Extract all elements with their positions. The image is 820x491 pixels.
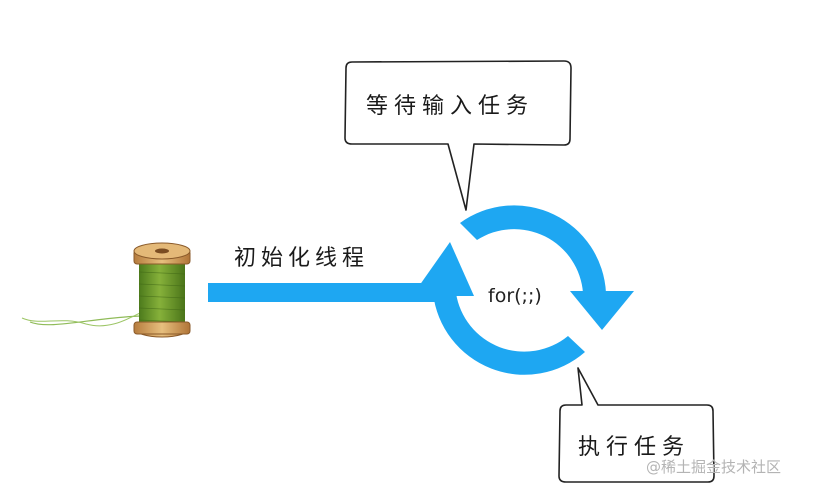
execute-task-label: 执行任务	[578, 435, 691, 460]
watermark: @稀土掘金技术社区	[646, 458, 782, 476]
loop-label: for(;;)	[488, 285, 542, 307]
thread-spool-icon	[21, 242, 191, 338]
wait-input-label: 等待输入任务	[366, 94, 535, 119]
init-thread-label: 初始化线程	[234, 246, 370, 271]
circular-arrows-icon	[412, 205, 634, 375]
init-thread-bar	[208, 283, 448, 302]
wait-input-bubble	[344, 60, 572, 211]
execute-task-bubble	[558, 367, 715, 483]
